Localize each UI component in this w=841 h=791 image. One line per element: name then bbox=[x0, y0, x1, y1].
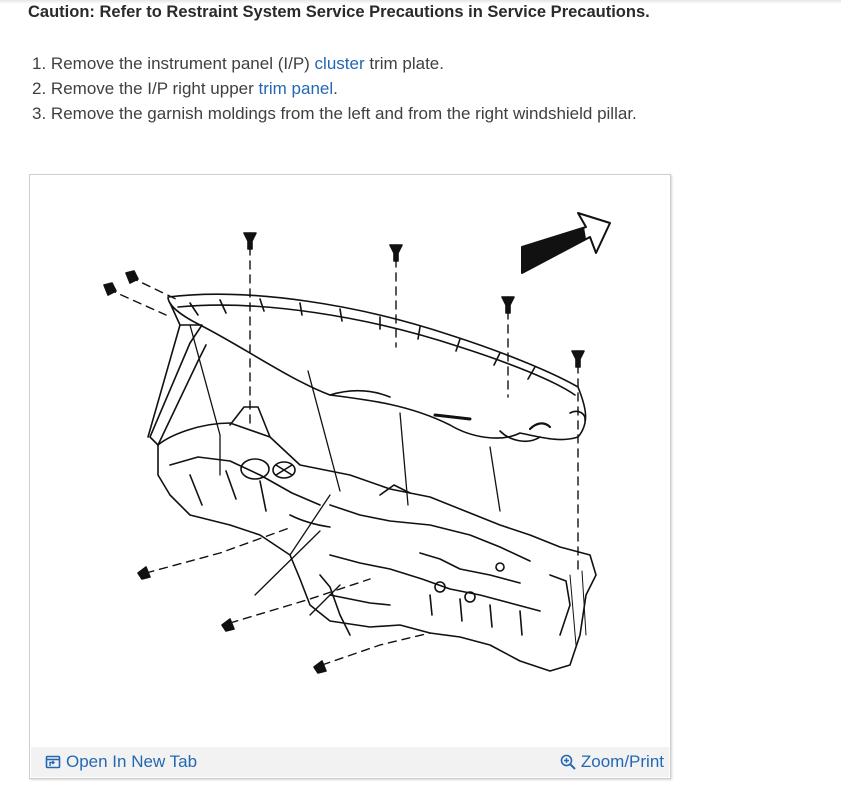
step-number: 3. bbox=[32, 104, 47, 123]
procedure-steps: 1. Remove the instrument panel (I/P) clu… bbox=[32, 51, 637, 126]
step-text: Remove the I/P right upper bbox=[50, 79, 259, 98]
garnish-moldings bbox=[147, 302, 207, 446]
instrument-panel-carrier bbox=[157, 406, 597, 672]
figure-footer: Open In New Tab Zoom/Print bbox=[31, 747, 669, 777]
step-text: Remove the garnish moldings from the lef… bbox=[50, 104, 637, 123]
top-shadow-bar bbox=[0, 0, 841, 4]
open-in-new-tab-button[interactable]: Open In New Tab bbox=[45, 752, 197, 772]
step-item: 1. Remove the instrument panel (I/P) clu… bbox=[32, 51, 637, 76]
step-text: Remove the instrument panel (I/P) bbox=[50, 54, 315, 73]
trim-panel-link[interactable]: trim panel bbox=[258, 79, 334, 98]
step-text: trim plate. bbox=[364, 54, 444, 73]
upper-trim-pad bbox=[167, 293, 587, 443]
forward-arrow-icon bbox=[521, 212, 611, 274]
step-number: 2. bbox=[32, 79, 47, 98]
leader-lines bbox=[189, 324, 501, 616]
fastener-screws bbox=[103, 232, 585, 674]
open-in-new-tab-label: Open In New Tab bbox=[66, 752, 198, 771]
instrument-panel-diagram[interactable] bbox=[30, 175, 670, 747]
zoom-print-button[interactable]: Zoom/Print bbox=[560, 752, 664, 772]
zoom-print-label: Zoom/Print bbox=[580, 752, 664, 771]
cluster-link[interactable]: cluster bbox=[314, 54, 365, 73]
step-item: 2. Remove the I/P right upper trim panel… bbox=[32, 76, 637, 101]
step-item: 3. Remove the garnish moldings from the … bbox=[32, 101, 637, 126]
diagram-figure: Open In New Tab Zoom/Print bbox=[29, 174, 671, 779]
step-text: . bbox=[333, 79, 338, 98]
step-number: 1. bbox=[32, 54, 47, 73]
zoom-in-icon bbox=[560, 754, 576, 770]
open-in-new-tab-icon bbox=[45, 755, 61, 769]
caution-note: Caution: Refer to Restraint System Servi… bbox=[28, 3, 650, 21]
